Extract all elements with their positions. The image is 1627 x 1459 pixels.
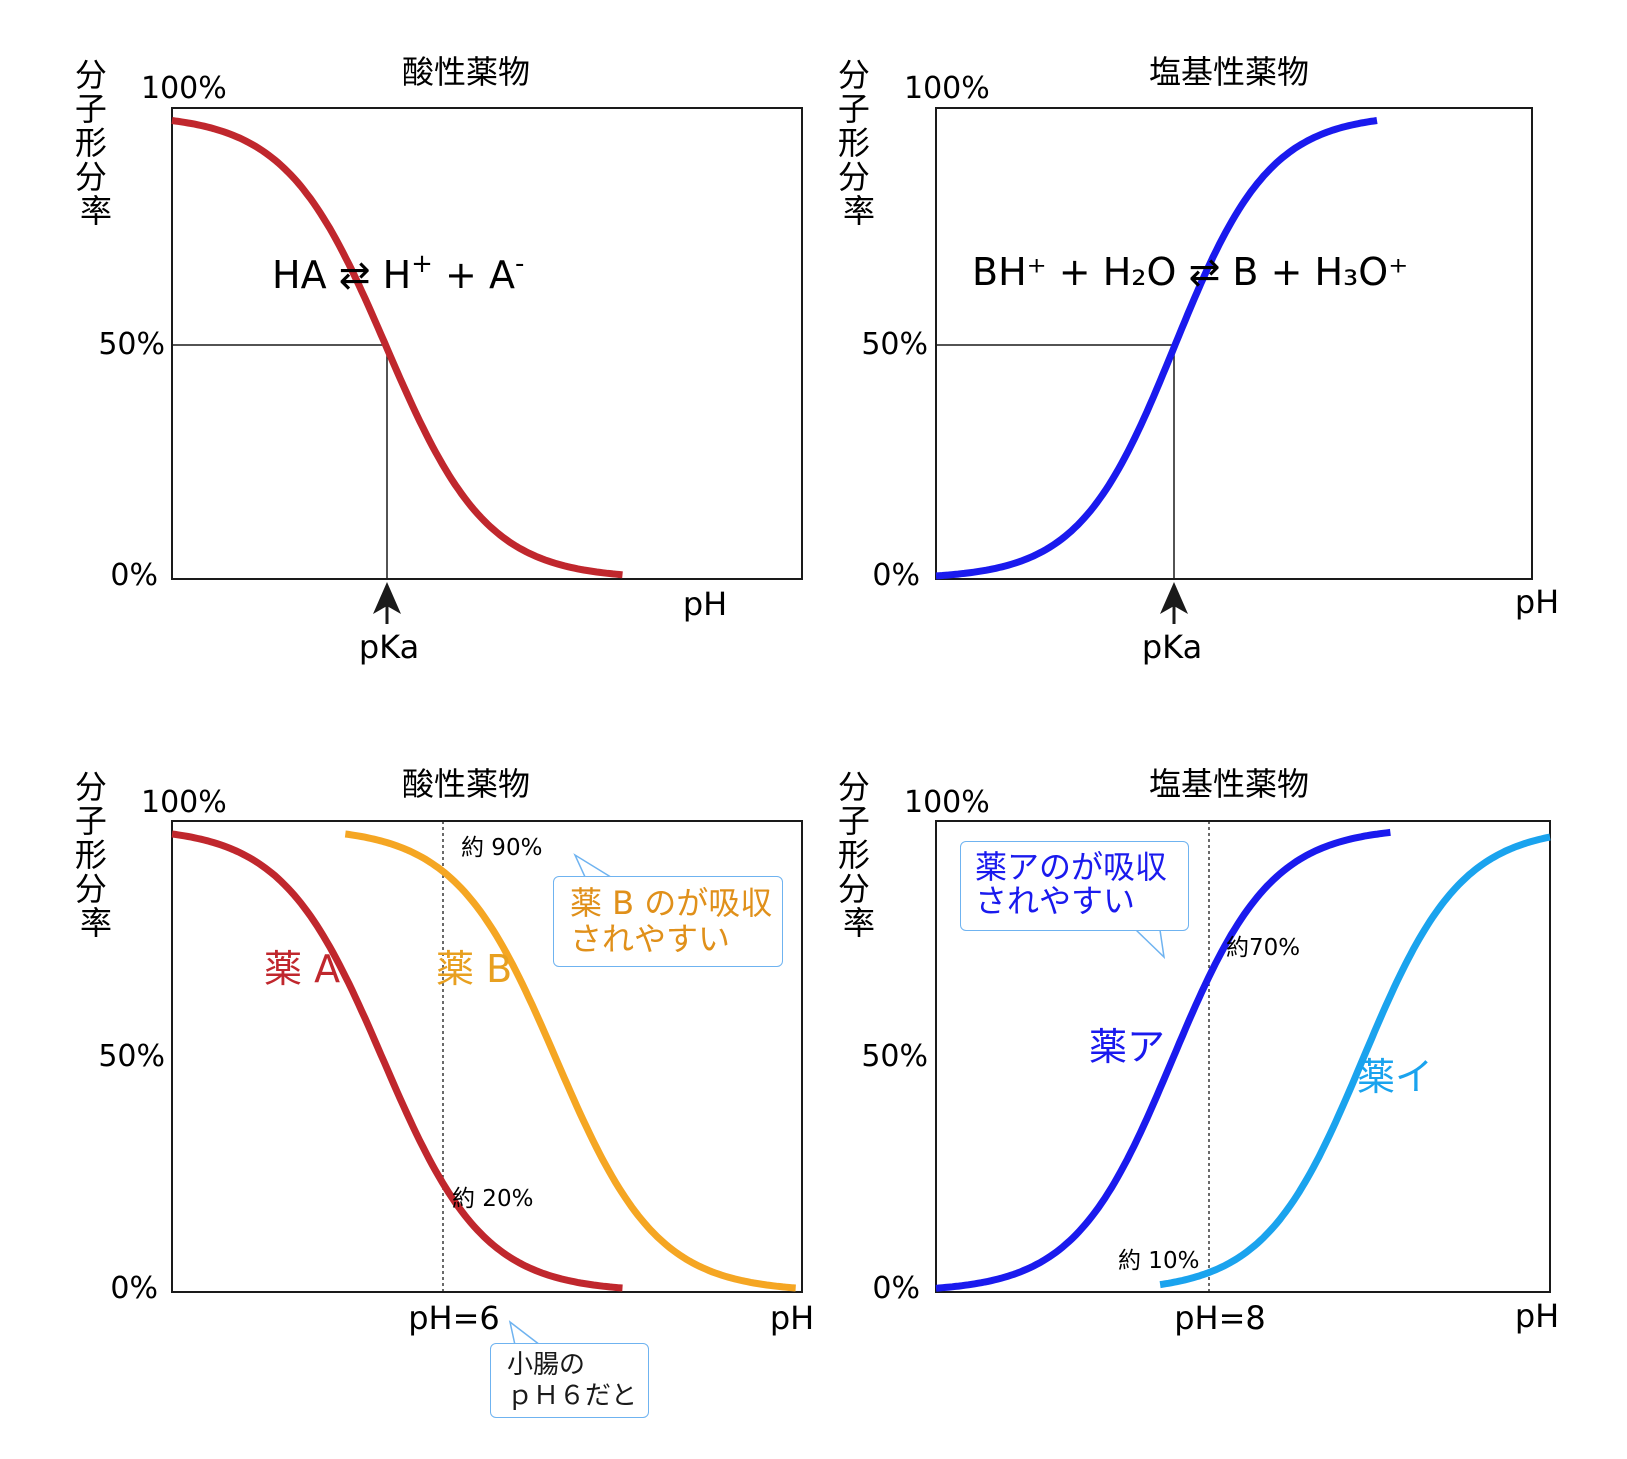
pka-guide-line [172, 344, 388, 579]
y-axis-label-char: 分 [838, 56, 870, 94]
y-tick-label: 50% [98, 327, 165, 362]
y-tick-label: 100% [141, 785, 227, 820]
panel-basic-bottom: 塩基性薬物 分 子 形 分 率 100% 50% 0% 薬ア 薬イ 約70% 約… [838, 765, 1559, 1337]
x-axis-label: pH [1515, 583, 1559, 621]
y-axis-label-char: 分 [75, 870, 107, 908]
series-curve [1159, 833, 1551, 1289]
y-axis-label-char: 分 [75, 768, 107, 806]
chart-title: 酸性薬物 [402, 53, 530, 91]
series-curve [344, 830, 796, 1292]
series-label-ka: 薬ア [1089, 1025, 1165, 1069]
y-tick-label: 0% [872, 558, 920, 593]
equation-text: BH⁺ + H₂O ⇄ B + H₃O⁺ [972, 250, 1408, 294]
y-axis-label-char: 分 [838, 870, 870, 908]
callout-line: ｐＨ６だと [507, 1381, 638, 1411]
chart-title: 塩基性薬物 [1149, 53, 1309, 91]
y-axis-label-char: 率 [843, 192, 875, 230]
y-axis-label: 分 子 形 分 率 [838, 768, 880, 942]
y-tick-label: 50% [861, 327, 928, 362]
y-tick-label: 100% [904, 71, 990, 106]
series-curve [171, 830, 623, 1292]
panel-basic-top: 塩基性薬物 分 子 形 分 率 100% 50% 0% BH⁺ + H₂O ⇄ … [838, 53, 1559, 666]
series-label-i: 薬イ [1357, 1055, 1433, 1099]
y-tick-label: 100% [904, 785, 990, 820]
ph-label: pH=6 [408, 1299, 500, 1337]
series-curve [171, 117, 623, 579]
chart-title: 酸性薬物 [402, 765, 530, 803]
series-label-a: 薬 A [264, 947, 340, 991]
y-axis-label-char: 形 [838, 124, 870, 162]
y-axis-label-char: 率 [80, 904, 112, 942]
series-curve [935, 828, 1391, 1292]
y-axis-label-char: 子 [838, 90, 870, 128]
plot-frame [935, 107, 1533, 580]
equation-text: HA ⇄ H+ + A- [272, 249, 524, 297]
y-axis-label-char: 形 [75, 836, 107, 874]
callout-line: 薬アのが吸収 [975, 848, 1168, 886]
ph-label: pH=8 [1174, 1299, 1266, 1337]
equation-main: HA ⇄ H [272, 253, 411, 297]
pka-label: pKa [1142, 628, 1202, 666]
callout-drug-ka: 薬アのが吸収 されやすい [960, 841, 1189, 931]
callout-tail [508, 1320, 541, 1346]
y-axis-label: 分 子 形 分 率 [838, 56, 880, 230]
series-curve [935, 117, 1378, 580]
x-axis-label: pH [1515, 1297, 1559, 1335]
annotation-label: 約 20% [452, 1186, 533, 1212]
chart-title: 塩基性薬物 [1149, 765, 1309, 803]
callout-line: されやすい [975, 882, 1136, 920]
callout-line: されやすい [570, 920, 731, 958]
pka-arrow-icon [373, 582, 401, 614]
y-tick-label: 0% [872, 1271, 920, 1306]
annotation-label: 約 10% [1118, 1248, 1199, 1274]
y-axis-label-char: 形 [75, 124, 107, 162]
callout-ph6: 小腸の ｐＨ６だと [490, 1343, 649, 1418]
plot-frame [935, 820, 1551, 1293]
annotation-label: 約 90% [461, 835, 542, 861]
panel-acidic-top: 酸性薬物 分 子 形 分 率 100% 50% 0% HA ⇄ H+ + A- … [75, 53, 803, 666]
equation-sup: + [411, 249, 433, 279]
y-axis-label-char: 子 [75, 90, 107, 128]
plot-frame [171, 820, 803, 1293]
annotation-label: 約70% [1226, 935, 1300, 961]
x-axis-label: pH [683, 585, 727, 623]
pka-arrow-icon [1160, 582, 1188, 614]
panel-acidic-bottom: 酸性薬物 分 子 形 分 率 100% 50% 0% 薬 A 薬 B 約 90%… [75, 765, 814, 1346]
callout-tail [573, 853, 615, 880]
y-axis-label-char: 子 [838, 802, 870, 840]
x-axis-label: pH [770, 1299, 814, 1337]
plot-frame [171, 107, 803, 580]
equation-sup: - [515, 249, 524, 279]
callout-line: 薬 B のが吸収 [570, 884, 773, 922]
y-tick-label: 0% [110, 1271, 158, 1306]
callout-line: 小腸の [507, 1350, 586, 1380]
callout-drug-b: 薬 B のが吸収 されやすい [553, 876, 783, 967]
y-axis-label-char: 分 [838, 158, 870, 196]
y-tick-label: 0% [110, 558, 158, 593]
y-tick-label: 100% [141, 71, 227, 106]
series-label-b: 薬 B [436, 947, 512, 991]
y-axis-label: 分 子 形 分 率 [75, 768, 117, 942]
y-axis-label-char: 率 [843, 904, 875, 942]
y-axis-label-char: 分 [75, 158, 107, 196]
y-axis-label-char: 率 [80, 192, 112, 230]
callout-tail [1135, 929, 1166, 960]
y-axis-label-char: 分 [838, 768, 870, 806]
y-axis-label: 分 子 形 分 率 [75, 56, 117, 230]
equation-mid: + A [433, 253, 515, 297]
y-tick-label: 50% [98, 1039, 165, 1074]
y-axis-label-char: 形 [838, 836, 870, 874]
y-axis-label-char: 子 [75, 802, 107, 840]
y-tick-label: 50% [861, 1039, 928, 1074]
pka-label: pKa [359, 628, 419, 666]
y-axis-label-char: 分 [75, 56, 107, 94]
